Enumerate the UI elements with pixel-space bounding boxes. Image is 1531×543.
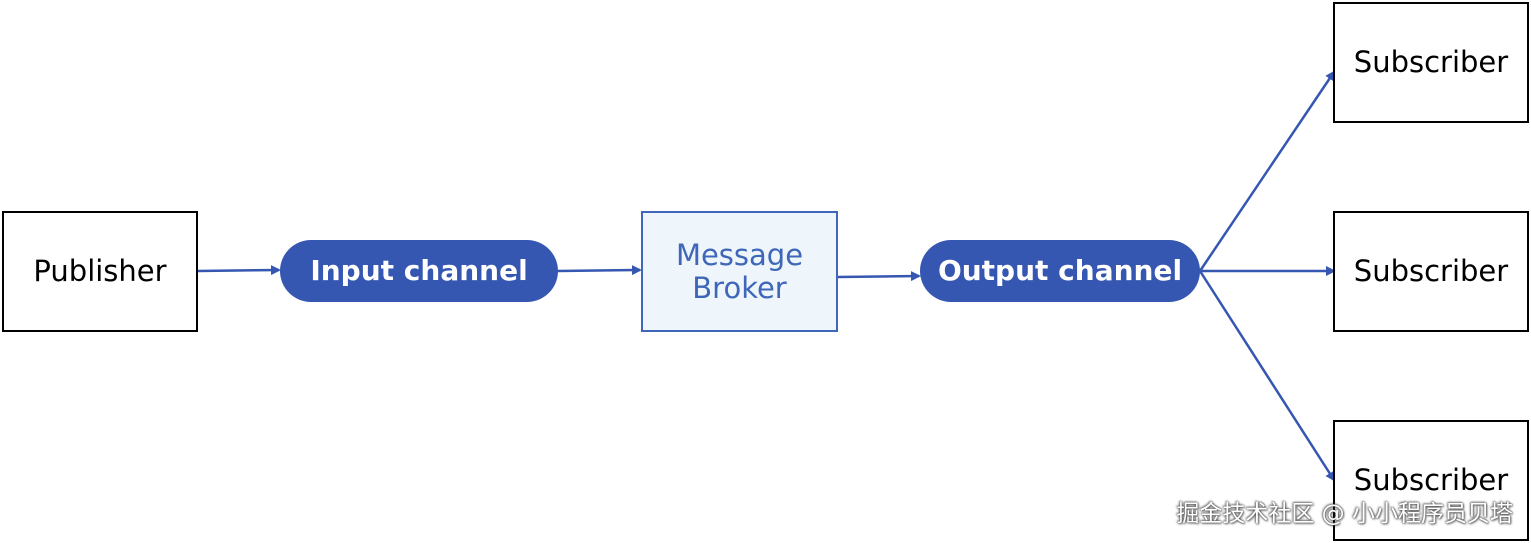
arrow-broker-to-output [837, 271, 921, 282]
message-broker-node: Message Broker [641, 211, 838, 332]
input-channel-node: Input channel [280, 240, 558, 302]
subscriber-node-middle: Subscriber [1333, 211, 1529, 332]
publisher-node: Publisher [2, 211, 198, 332]
subscriber-node-bottom: Subscriber [1333, 420, 1529, 541]
output-channel-node: Output channel [920, 240, 1200, 302]
subscriber-node-top: Subscriber [1333, 2, 1529, 123]
publisher-label: Publisher [33, 254, 167, 288]
arrow-publisher-to-input [197, 265, 281, 276]
subscriber-label: Subscriber [1353, 463, 1509, 497]
input-channel-label: Input channel [310, 254, 528, 287]
subscriber-label: Subscriber [1353, 254, 1509, 288]
broker-label-line1: Message [675, 238, 804, 273]
arrow-output-to-subscriber-top [1198, 70, 1336, 272]
arrow-input-to-broker [557, 265, 642, 276]
arrow-output-to-subscriber-bottom [1198, 270, 1336, 482]
watermark-text: 掘金技术社区 @ 小小程序员贝塔 [1176, 501, 1513, 527]
subscriber-label: Subscriber [1353, 45, 1509, 79]
broker-label-line2: Broker [692, 270, 787, 305]
output-channel-label: Output channel [937, 254, 1183, 287]
